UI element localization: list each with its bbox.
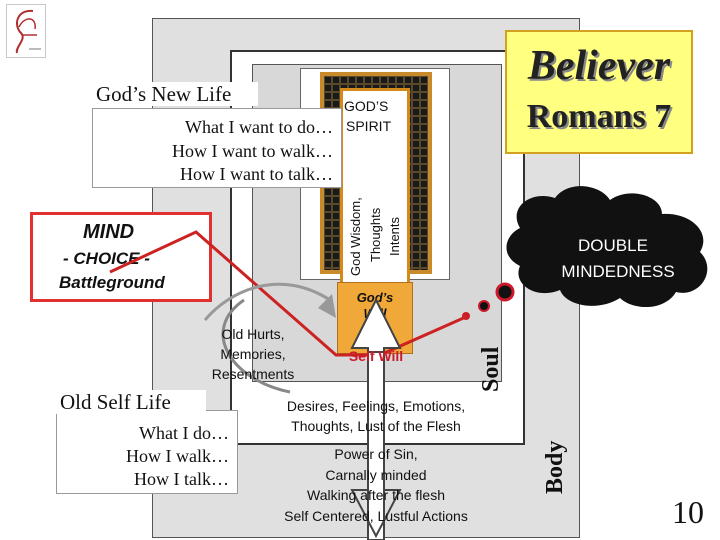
new-life-line: What I want to do… — [185, 117, 333, 137]
old-self-line: How I walk… — [126, 446, 229, 466]
desires-line: Thoughts, Lust of the Flesh — [291, 418, 461, 434]
old-self-box: What I do… How I walk… How I talk… — [56, 410, 238, 494]
mind-box: MIND - CHOICE - Battleground — [30, 212, 212, 302]
logo — [6, 4, 46, 58]
new-life-box: What I want to do… How I want to walk… H… — [92, 108, 342, 188]
sin-line: Walking after the flesh — [307, 487, 445, 503]
old-hurts-arrow — [221, 298, 291, 394]
old-self-label: Old Self Life — [56, 390, 206, 414]
old-hurts-line: Old Hurts, — [221, 326, 285, 342]
choice-arrow — [203, 282, 331, 321]
mind-subtitle-battleground: Battleground — [59, 273, 165, 292]
believer-reference: Romans 7 — [526, 98, 672, 135]
new-life-label: God’s New Life — [92, 82, 258, 106]
double-mindedness-line1: DOUBLE — [578, 236, 648, 255]
old-self-line: What I do… — [139, 423, 229, 443]
cloud-bubble — [495, 282, 515, 302]
gods-will-line1: God’s — [356, 290, 394, 305]
double-mindedness-cloud — [506, 186, 708, 308]
cloud-bubble — [478, 300, 490, 312]
believer-box — [505, 30, 693, 154]
will-arrow-up — [350, 297, 402, 540]
choice-arrowhead — [318, 294, 336, 318]
old-self-line: How I talk… — [134, 469, 229, 489]
new-life-line: How I want to walk… — [172, 141, 333, 161]
desires-line: Desires, Feelings, Emotions, — [286, 398, 466, 414]
old-hurts-line: Resentments — [211, 366, 295, 382]
will-arrow-down — [350, 351, 402, 539]
old-hurts-line: Memories, — [220, 346, 286, 362]
self-will-label: Self Will — [348, 348, 404, 364]
spirit-label-line1: GOD’S — [344, 98, 389, 114]
new-life-line: How I want to talk… — [180, 164, 333, 184]
soul-label: Soul — [478, 346, 504, 392]
spirit-label-line2: SPIRIT — [346, 118, 392, 134]
sin-line: Power of Sin, — [334, 446, 418, 462]
sin-line: Carnally minded — [325, 467, 427, 483]
page-number: 10 — [672, 494, 704, 530]
sin-line: Self Centered, Lustful Actions — [284, 508, 468, 524]
mind-title: MIND — [83, 221, 135, 243]
believer-title: Believer — [527, 43, 671, 89]
double-mind-line — [109, 230, 469, 357]
body-label: Body — [542, 440, 568, 494]
double-mindedness-line2: MINDEDNESS — [561, 262, 675, 281]
